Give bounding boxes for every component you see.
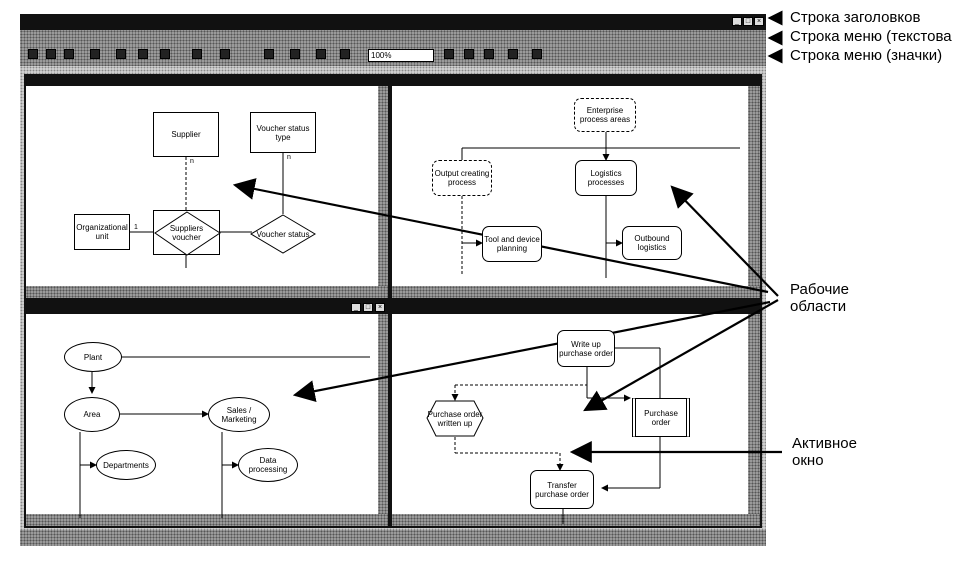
zoom-in-icon[interactable] — [444, 49, 454, 59]
voucher-status-relationship[interactable]: Voucher status — [250, 214, 316, 254]
cardinality-label: n — [287, 154, 291, 161]
area-node[interactable]: Area — [64, 397, 120, 432]
purchase-order-written-up-label: Purchase order written up — [427, 409, 483, 428]
suppliers-voucher-label: Suppliers voucher — [169, 223, 204, 242]
horizontal-scrollbar[interactable] — [26, 514, 388, 526]
print-icon[interactable] — [90, 49, 100, 59]
window-tile-icon[interactable] — [508, 49, 518, 59]
window-title-bar: _ □ × — [26, 302, 388, 314]
voucher-status-type-entity[interactable]: Voucher status type — [250, 112, 316, 153]
icon-toolbar: 100% — [20, 46, 766, 66]
model-icon[interactable] — [316, 49, 326, 59]
window-title-bar — [392, 76, 760, 86]
title-bar-annotation: Строка заголовков — [790, 9, 921, 26]
select-icon[interactable] — [220, 49, 230, 59]
title-bar: _ □ × — [20, 14, 766, 30]
copy-icon[interactable] — [138, 49, 148, 59]
properties-icon[interactable] — [340, 49, 350, 59]
vertical-scrollbar[interactable] — [378, 314, 388, 514]
sales-marketing-node[interactable]: Sales / Marketing — [208, 397, 270, 432]
tool-device-planning-node[interactable]: Tool and device planning — [482, 226, 542, 262]
supplier-entity[interactable]: Supplier — [153, 112, 219, 157]
close-button[interactable]: × — [375, 303, 385, 312]
horizontal-scrollbar[interactable] — [392, 514, 760, 526]
voucher-status-label: Voucher status — [256, 229, 310, 239]
vertical-scrollbar[interactable] — [748, 314, 760, 514]
cardinality-label: 1 — [134, 224, 138, 231]
window-erm[interactable] — [24, 74, 390, 300]
purchase-order-label: Purchase order — [644, 408, 678, 427]
work-areas-annotation-line1: Рабочие — [790, 281, 849, 298]
active-window-annotation-line1: Активное — [792, 435, 857, 452]
outbound-logistics-node[interactable]: Outbound logistics — [622, 226, 682, 260]
open-file-icon[interactable] — [46, 49, 56, 59]
object-icon[interactable] — [290, 49, 300, 59]
minimize-button[interactable]: _ — [732, 17, 742, 26]
work-areas-annotation-line2: области — [790, 298, 847, 315]
cut-icon[interactable] — [116, 49, 126, 59]
status-bar — [20, 530, 766, 546]
zoom-value: 100% — [371, 51, 392, 60]
data-processing-node[interactable]: Data processing — [238, 448, 298, 482]
window-title-bar — [26, 76, 388, 86]
zoom-out-icon[interactable] — [464, 49, 474, 59]
help-icon[interactable] — [532, 49, 542, 59]
organizational-unit-entity[interactable]: Organizational unit — [74, 214, 130, 250]
new-file-icon[interactable] — [28, 49, 38, 59]
icon-menu-annotation: Строка меню (значки) — [790, 47, 943, 64]
vertical-scrollbar[interactable] — [378, 86, 388, 286]
suppliers-voucher-relationship[interactable]: Suppliers voucher — [153, 210, 221, 256]
window-title-bar — [392, 302, 760, 314]
departments-node[interactable]: Departments — [96, 450, 156, 480]
minimize-button[interactable]: _ — [351, 303, 361, 312]
horizontal-scrollbar[interactable] — [26, 286, 388, 298]
zoom-field[interactable]: 100% — [368, 49, 434, 62]
vertical-scrollbar[interactable] — [748, 86, 760, 286]
paste-icon[interactable] — [160, 49, 170, 59]
logistics-processes-node[interactable]: Logistics processes — [575, 160, 637, 196]
text-menu-bar[interactable] — [20, 30, 766, 46]
horizontal-scrollbar[interactable] — [392, 286, 760, 298]
maximize-button[interactable]: □ — [363, 303, 373, 312]
plant-node[interactable]: Plant — [64, 342, 122, 372]
text-menu-annotation: Строка меню (текстова — [790, 28, 952, 45]
undo-icon[interactable] — [192, 49, 202, 59]
purchase-order-document-node[interactable]: Purchase order — [632, 398, 690, 437]
save-icon[interactable] — [64, 49, 74, 59]
grid-icon[interactable] — [484, 49, 494, 59]
transfer-purchase-order-node[interactable]: Transfer purchase order — [530, 470, 594, 509]
close-button[interactable]: × — [754, 17, 764, 26]
write-up-purchase-order-node[interactable]: Write up purchase order — [557, 330, 615, 367]
maximize-button[interactable]: □ — [743, 17, 753, 26]
purchase-order-written-up-node[interactable]: Purchase order written up — [426, 400, 484, 437]
active-window-annotation-line2: окно — [792, 452, 824, 469]
link-icon[interactable] — [264, 49, 274, 59]
enterprise-process-areas-node[interactable]: Enterprise process areas — [574, 98, 636, 132]
cardinality-label: n — [190, 158, 194, 165]
output-creating-process-node[interactable]: Output creating process — [432, 160, 492, 196]
